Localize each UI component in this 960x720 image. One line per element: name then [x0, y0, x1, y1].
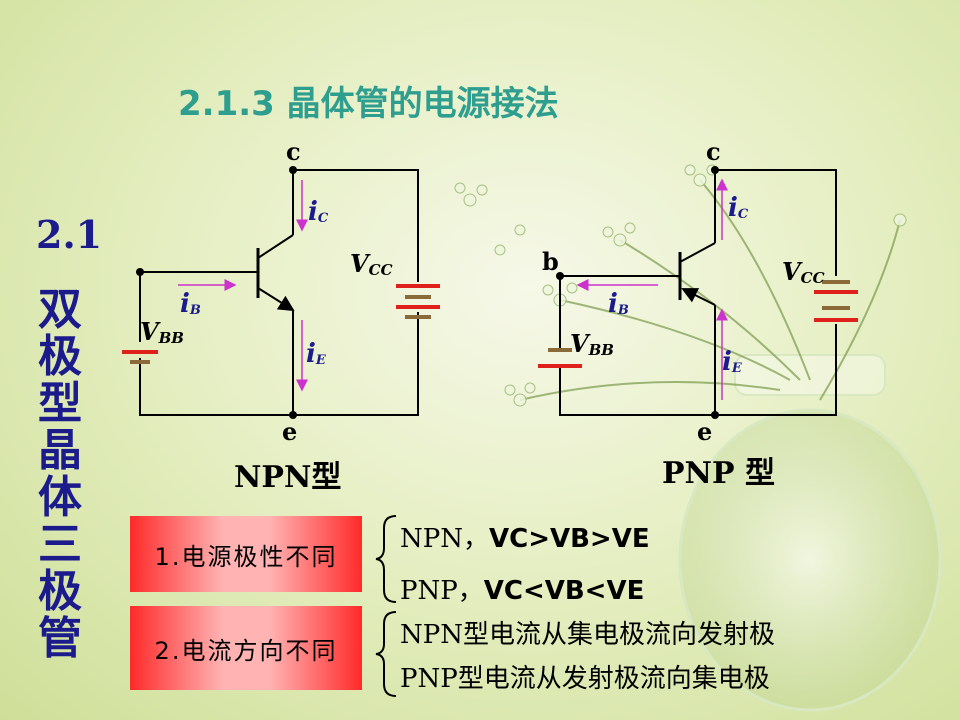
pnp-vcc-battery [814, 280, 858, 322]
pnp-label-e: e [697, 417, 712, 446]
npn-label-vcc: VCC [350, 249, 393, 279]
npn-label-ib: iB [180, 289, 201, 319]
npn-label-e: e [282, 417, 297, 446]
pnp-label-ic: iC [728, 193, 749, 223]
rule-polarity-npn: NPN，VC>VB>VE [400, 524, 650, 554]
pnp-label-vbb: VBB [570, 329, 614, 359]
npn-label-ie: iE [306, 339, 327, 369]
rule-box-current: 2.电流方向不同 [130, 606, 362, 690]
rule-current-npn: NPN型电流从集电极流向发射极 [400, 620, 775, 650]
pnp-label-ib: iB [608, 289, 629, 319]
pnp-type-label: PNP 型 [662, 456, 775, 491]
pnp-label-vcc: VCC [782, 257, 825, 287]
pnp-circuit [559, 169, 837, 416]
pnp-label-c: c [706, 137, 721, 166]
npn-vbb-battery [122, 350, 158, 364]
npn-type-label: NPN型 [234, 460, 342, 495]
rule-polarity-pnp: PNP，VC<VB<VE [400, 576, 645, 606]
brace-polarity [375, 515, 397, 603]
section-number: 2.1 [36, 212, 103, 257]
npn-label-vbb: VBB [140, 317, 184, 347]
pnp-emitter-node [711, 411, 719, 419]
rule-current-pnp: PNP型电流从发射极流向集电极 [400, 664, 770, 694]
npn-collector-node [289, 166, 297, 174]
npn-label-c: c [286, 137, 301, 166]
pnp-vbb-battery [538, 348, 582, 368]
page-title: 2.1.3 晶体管的电源接法 [178, 84, 559, 124]
pnp-label-b: b [542, 247, 559, 276]
pnp-label-ie: iE [722, 347, 743, 377]
rule-box-polarity: 1.电源极性不同 [130, 516, 362, 592]
npn-emitter-node [289, 411, 297, 419]
pnp-base-node [556, 272, 564, 280]
section-title: 双极型晶体三极管 [38, 284, 82, 664]
npn-base-node [136, 268, 144, 276]
brace-current [375, 611, 397, 697]
pnp-collector-node [711, 166, 719, 174]
npn-label-ic: iC [308, 197, 329, 227]
npn-vcc-battery [396, 284, 440, 319]
